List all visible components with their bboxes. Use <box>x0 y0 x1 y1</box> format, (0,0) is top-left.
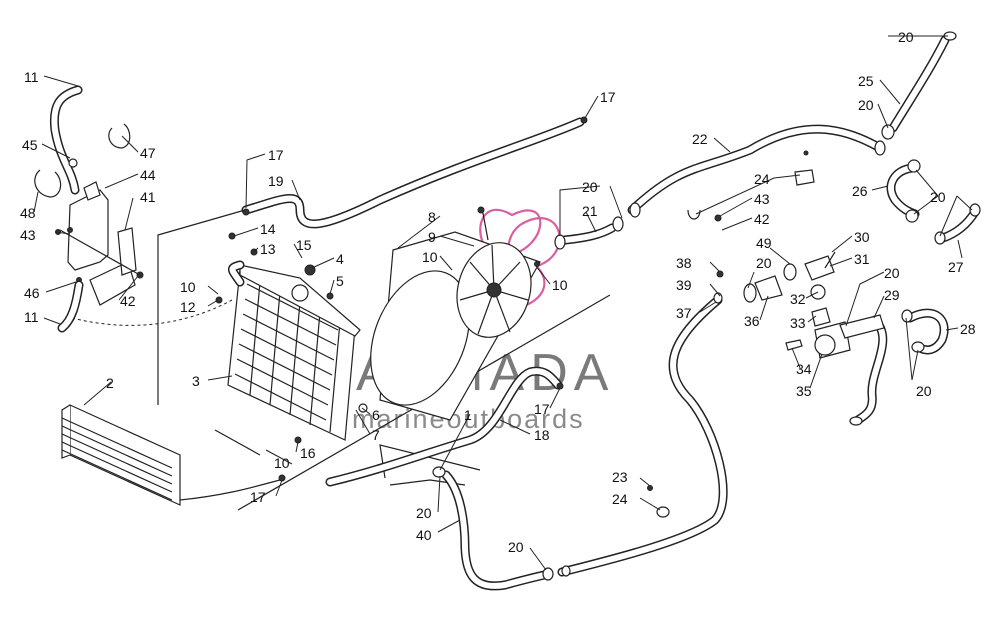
label-43-mid: 43 <box>754 191 770 207</box>
label-1: 1 <box>464 407 472 423</box>
label-42-left: 42 <box>120 293 136 309</box>
radiator <box>227 260 368 444</box>
label-46: 46 <box>24 285 40 301</box>
thermostat-housing <box>743 251 885 359</box>
label-6: 6 <box>372 407 380 423</box>
label-10-c: 10 <box>422 249 438 265</box>
label-9: 9 <box>428 229 436 245</box>
label-20-a: 20 <box>582 179 598 195</box>
label-41: 41 <box>140 189 156 205</box>
label-20-g: 20 <box>416 505 432 521</box>
label-44: 44 <box>140 167 156 183</box>
label-30: 30 <box>854 229 870 245</box>
label-36: 36 <box>744 313 760 329</box>
hose-40 <box>441 470 553 591</box>
label-17-bottom: 17 <box>250 489 266 505</box>
hose-21 <box>560 223 617 245</box>
label-20-c: 20 <box>930 189 946 205</box>
leader-lines <box>33 35 973 571</box>
label-14: 14 <box>260 221 276 237</box>
label-20-e: 20 <box>884 265 900 281</box>
label-49: 49 <box>756 235 772 251</box>
label-20-b: 20 <box>858 97 874 113</box>
label-10-b: 10 <box>274 455 290 471</box>
label-40: 40 <box>416 527 432 543</box>
label-26: 26 <box>852 183 868 199</box>
label-23: 23 <box>612 469 628 485</box>
hose-18 <box>325 366 563 487</box>
hose-37 <box>557 295 728 577</box>
label-47: 47 <box>140 145 156 161</box>
label-20-top: 20 <box>898 29 914 45</box>
label-20-d: 20 <box>756 255 772 271</box>
label-17-mid: 17 <box>534 401 550 417</box>
label-20-f: 20 <box>916 383 932 399</box>
label-28: 28 <box>960 321 976 337</box>
label-10-d: 10 <box>552 277 568 293</box>
label-21: 21 <box>582 203 598 219</box>
label-18: 18 <box>534 427 550 443</box>
clamps <box>55 31 981 581</box>
label-17-far: 17 <box>600 89 616 105</box>
hose-25 <box>888 35 950 133</box>
label-24-bottom: 24 <box>612 491 628 507</box>
label-24-top: 24 <box>754 171 770 187</box>
label-3: 3 <box>192 373 200 389</box>
label-34: 34 <box>796 361 812 377</box>
hose-28 <box>905 308 949 355</box>
hose-27 <box>938 207 980 243</box>
label-11-bottom: 11 <box>24 309 39 325</box>
label-27: 27 <box>948 259 964 275</box>
label-12: 12 <box>180 299 196 315</box>
label-48: 48 <box>20 205 36 221</box>
label-2: 2 <box>106 375 114 391</box>
label-29: 29 <box>884 287 900 303</box>
hose-19 <box>241 117 585 229</box>
label-35: 35 <box>796 383 812 399</box>
label-16: 16 <box>300 445 316 461</box>
label-43-left: 43 <box>20 227 36 243</box>
label-25: 25 <box>858 73 874 89</box>
label-20-h: 20 <box>508 539 524 555</box>
overflow-bottle <box>34 85 144 333</box>
label-13: 13 <box>260 241 276 257</box>
label-37: 37 <box>676 305 692 321</box>
label-38: 38 <box>676 255 692 271</box>
label-31: 31 <box>854 251 870 267</box>
label-8: 8 <box>428 209 436 225</box>
label-33: 33 <box>790 315 806 331</box>
label-15: 15 <box>296 237 312 253</box>
cooling-fan <box>456 206 532 338</box>
label-19: 19 <box>268 173 284 189</box>
hose-29 <box>853 315 888 425</box>
label-32: 32 <box>790 291 806 307</box>
label-39: 39 <box>676 277 692 293</box>
label-45: 45 <box>22 137 38 153</box>
label-17-top: 17 <box>268 147 284 163</box>
part-number-labels: 11 45 47 44 41 48 43 46 42 11 2 17 19 14… <box>20 29 976 555</box>
label-10-a: 10 <box>180 279 196 295</box>
label-5: 5 <box>336 273 344 289</box>
oil-cooler <box>61 404 281 506</box>
label-22: 22 <box>692 131 708 147</box>
hose-22 <box>627 124 885 215</box>
hose-26 <box>886 163 920 219</box>
label-42-mid: 42 <box>754 211 770 227</box>
label-11-top: 11 <box>24 69 39 85</box>
label-4: 4 <box>336 251 344 267</box>
label-7: 7 <box>372 427 380 443</box>
